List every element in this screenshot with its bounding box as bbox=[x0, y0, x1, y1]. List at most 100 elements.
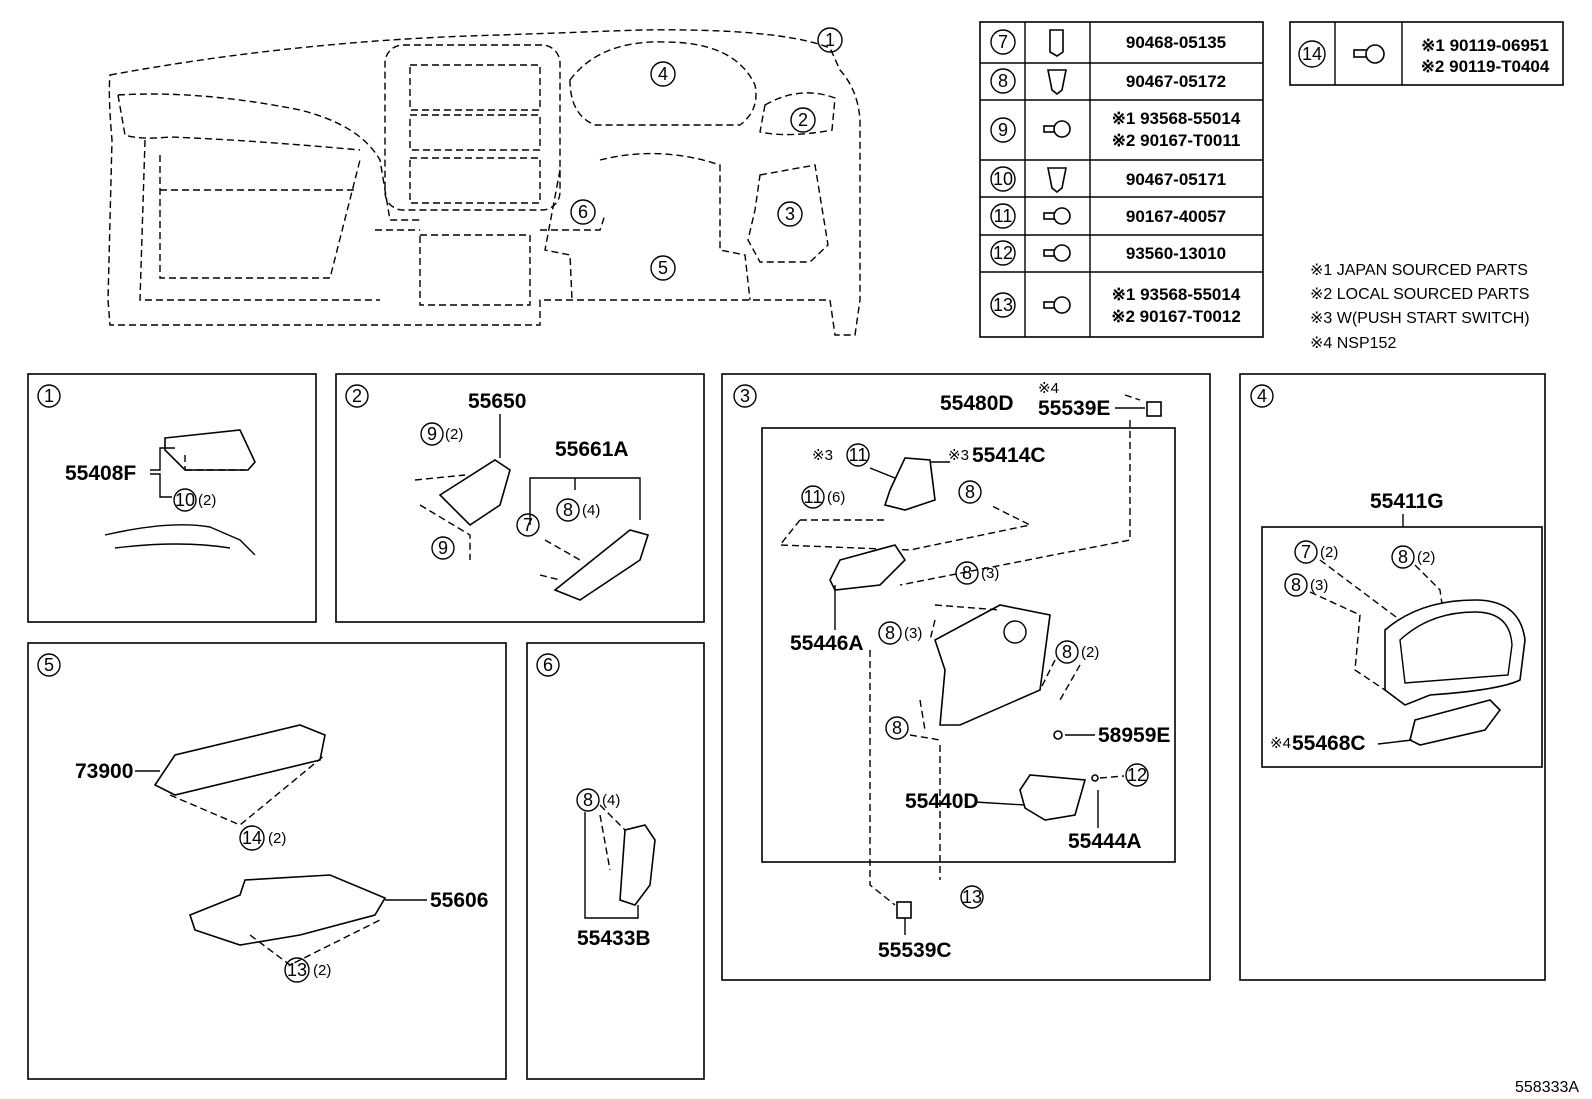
panel-3: 3 55480D ※4 55539E ※3 11 ※3 55414C 11 (6… bbox=[721, 373, 1211, 981]
cover-part bbox=[153, 724, 326, 796]
table-row: 14 ※1 90119-06951 ※2 90119-T0404 bbox=[1298, 36, 1550, 76]
panel-number: 5 bbox=[44, 655, 54, 675]
note-mark: ※3 bbox=[812, 447, 833, 464]
figure-id: 558333A bbox=[1515, 1079, 1579, 1096]
ref-number: 7 bbox=[998, 32, 1008, 52]
table-row: 11 90167-40057 bbox=[990, 203, 1226, 229]
part-label: 55446A bbox=[790, 632, 864, 655]
part-number: ※1 90119-06951 bbox=[1421, 36, 1549, 55]
note-1: ※1 JAPAN SOURCED PARTS bbox=[1310, 262, 1528, 279]
part-label: 55433B bbox=[577, 927, 651, 950]
ref-qty: (6) bbox=[827, 489, 845, 506]
ref-qty: (4) bbox=[602, 792, 620, 809]
ref-qty: (4) bbox=[582, 502, 600, 519]
screw-icon bbox=[1043, 296, 1071, 314]
overview-callout-1: 1 bbox=[825, 30, 835, 50]
ref-number: 9 bbox=[427, 424, 437, 444]
panel-number: 3 bbox=[740, 386, 750, 406]
ref-number: 8 bbox=[892, 718, 902, 738]
ref-number: 10 bbox=[175, 490, 195, 510]
part-number: 90167-40057 bbox=[1126, 207, 1226, 226]
overview-callout-2: 2 bbox=[798, 110, 808, 130]
part-label: 55539C bbox=[878, 939, 952, 962]
panel-number: 2 bbox=[352, 386, 362, 406]
screw-icon bbox=[1043, 244, 1071, 262]
panel-number: 4 bbox=[1257, 386, 1267, 406]
panel-4: 4 55411G 7 (2) 8 (2) 8 (3) ※4 55468C bbox=[1239, 373, 1546, 981]
note-3: ※3 W(PUSH START SWITCH) bbox=[1310, 310, 1530, 327]
clip-part bbox=[1091, 774, 1099, 782]
lower-panel-part bbox=[934, 604, 1051, 726]
part-label: 55440D bbox=[905, 790, 979, 813]
ref-number: 13 bbox=[962, 887, 982, 907]
part-label: 55411G bbox=[1370, 490, 1444, 513]
panel-number: 6 bbox=[543, 655, 553, 675]
part-number: ※1 93568-55014 bbox=[1112, 285, 1241, 304]
bracket-part bbox=[829, 544, 907, 591]
ref-qty: (2) bbox=[198, 492, 216, 509]
ref-qty: (2) bbox=[313, 962, 331, 979]
switch-bracket-part bbox=[883, 457, 936, 511]
box-part bbox=[1019, 774, 1087, 821]
ref-qty: (2) bbox=[1320, 544, 1338, 561]
ref-number: 11 bbox=[804, 487, 823, 507]
cover-part bbox=[164, 429, 256, 471]
screw-icon bbox=[1043, 120, 1071, 138]
ref-number: 11 bbox=[849, 445, 868, 465]
clip-icon bbox=[1047, 167, 1067, 194]
notes: ※1 JAPAN SOURCED PARTS ※2 LOCAL SOURCED … bbox=[1310, 262, 1530, 352]
note-mark: ※3 bbox=[948, 447, 969, 464]
note-mark: ※4 bbox=[1038, 380, 1059, 397]
dashboard-overview: 1 2 3 4 5 6 bbox=[107, 27, 861, 336]
under-cover-part bbox=[189, 874, 387, 946]
overview-callout-6: 6 bbox=[578, 202, 588, 222]
cover-part bbox=[1409, 699, 1502, 746]
table-row: 12 93560-13010 bbox=[990, 240, 1226, 266]
ref-qty: (3) bbox=[981, 565, 999, 582]
note-2: ※2 LOCAL SOURCED PARTS bbox=[1310, 286, 1529, 303]
table-row: 8 90467-05172 bbox=[990, 68, 1226, 96]
part-number: 90467-05172 bbox=[1126, 72, 1226, 91]
part-label: 73900 bbox=[75, 760, 133, 783]
ref-number: 8 bbox=[563, 500, 573, 520]
ref-qty: (2) bbox=[445, 426, 463, 443]
ref-number: 8 bbox=[965, 482, 975, 502]
ref-number: 8 bbox=[1062, 642, 1072, 662]
ref-qty: (2) bbox=[1081, 644, 1099, 661]
ref-qty: (2) bbox=[1417, 549, 1435, 566]
table-row: 7 90468-05135 bbox=[990, 29, 1226, 57]
part-label: 55661A bbox=[555, 438, 629, 461]
part-label: 58959E bbox=[1098, 724, 1170, 747]
panel-2: 2 55650 9 (2) 9 55661A 8 (4) 7 bbox=[335, 373, 705, 623]
part-label: 55468C bbox=[1292, 732, 1366, 755]
ref-number: 8 bbox=[583, 790, 593, 810]
ref-number: 13 bbox=[287, 960, 307, 980]
table-row: 10 90467-05171 bbox=[990, 166, 1226, 194]
vent-part bbox=[438, 459, 511, 527]
part-label: 55444A bbox=[1068, 830, 1142, 853]
ref-number: 8 bbox=[885, 623, 895, 643]
part-number: ※2 90167-T0012 bbox=[1111, 307, 1241, 326]
panel-1: 1 55408F 10 (2) bbox=[27, 373, 317, 623]
ref-number: 12 bbox=[1127, 765, 1147, 785]
ref-number: 7 bbox=[1301, 542, 1311, 562]
ref-number: 8 bbox=[962, 563, 972, 583]
ref-number: 9 bbox=[998, 120, 1008, 140]
clip-icon bbox=[1047, 69, 1067, 96]
ref-number: 14 bbox=[1302, 44, 1322, 64]
ref-qty: (3) bbox=[904, 625, 922, 642]
ref-number: 7 bbox=[523, 515, 533, 535]
screw-icon bbox=[1043, 207, 1071, 225]
table-row: 9 ※1 93568-55014 ※2 90167-T0011 bbox=[990, 109, 1241, 150]
part-label: 55408F bbox=[65, 462, 136, 485]
part-label: 55480D bbox=[940, 392, 1014, 415]
ref-qty: (3) bbox=[1310, 577, 1328, 594]
meter-hood-part bbox=[1384, 599, 1526, 706]
clip-part bbox=[1146, 401, 1162, 417]
ref-number: 12 bbox=[993, 243, 1013, 263]
bolt-icon bbox=[1353, 44, 1385, 64]
overview-callout-4: 4 bbox=[658, 64, 668, 84]
part-number: ※2 90167-T0011 bbox=[1112, 131, 1241, 150]
note-4: ※4 NSP152 bbox=[1310, 335, 1396, 352]
